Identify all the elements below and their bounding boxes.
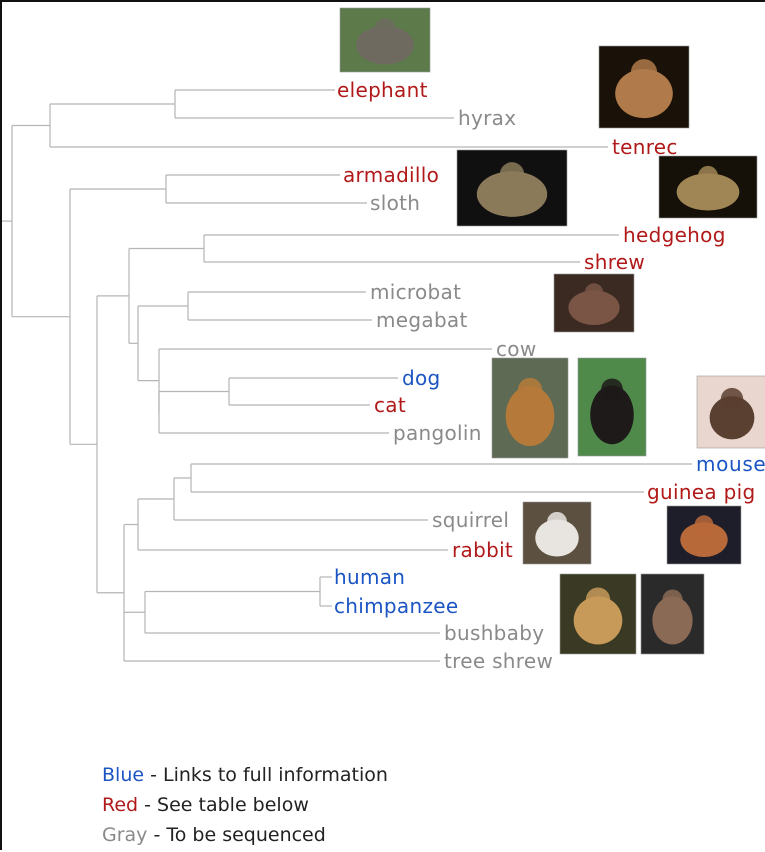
label-shrew: shrew bbox=[584, 250, 645, 274]
legend-red-text: - See table below bbox=[138, 794, 309, 816]
label-chimpanzee[interactable]: chimpanzee bbox=[334, 594, 458, 618]
elephant-photo bbox=[340, 8, 430, 72]
label-mouse[interactable]: mouse bbox=[696, 452, 765, 476]
armadillo-photo bbox=[457, 150, 567, 226]
label-human[interactable]: human bbox=[334, 565, 405, 589]
label-pangolin: pangolin bbox=[393, 421, 482, 445]
label-hedgehog: hedgehog bbox=[623, 223, 726, 247]
label-sloth: sloth bbox=[370, 191, 420, 215]
label-tenrec: tenrec bbox=[612, 135, 678, 159]
hedgehog-photo bbox=[659, 156, 757, 218]
label-guinea-pig: guinea pig bbox=[647, 480, 755, 504]
label-tree-shrew: tree shrew bbox=[444, 649, 553, 673]
rabbit-photo bbox=[523, 502, 591, 564]
label-microbat: microbat bbox=[370, 280, 461, 304]
label-cat: cat bbox=[374, 393, 406, 417]
legend-blue-key: Blue bbox=[102, 764, 144, 786]
legend-red: Red - See table below bbox=[102, 794, 309, 816]
label-bushbaby: bushbaby bbox=[444, 621, 544, 645]
guinea-pig-photo bbox=[667, 506, 741, 564]
chimpanzee-photo bbox=[641, 574, 704, 654]
tenrec-photo bbox=[599, 46, 689, 128]
label-cow: cow bbox=[496, 337, 537, 361]
label-rabbit: rabbit bbox=[452, 538, 513, 562]
human-photo bbox=[560, 574, 636, 654]
mouse-photo bbox=[697, 376, 765, 448]
label-megabat: megabat bbox=[376, 308, 468, 332]
label-armadillo: armadillo bbox=[343, 163, 439, 187]
legend-gray-text: - To be sequenced bbox=[147, 824, 325, 846]
legend-gray-key: Gray bbox=[102, 824, 147, 846]
label-elephant: elephant bbox=[337, 78, 428, 102]
label-hyrax: hyrax bbox=[458, 106, 516, 130]
legend-red-key: Red bbox=[102, 794, 138, 816]
label-squirrel: squirrel bbox=[432, 508, 509, 532]
legend-gray: Gray - To be sequenced bbox=[102, 824, 326, 846]
label-dog[interactable]: dog bbox=[402, 366, 441, 390]
cat-photo bbox=[578, 358, 646, 456]
legend-blue-text: - Links to full information bbox=[144, 764, 388, 786]
dog-photo bbox=[492, 358, 568, 458]
legend-blue: Blue - Links to full information bbox=[102, 764, 388, 786]
shrew-photo bbox=[554, 274, 634, 332]
